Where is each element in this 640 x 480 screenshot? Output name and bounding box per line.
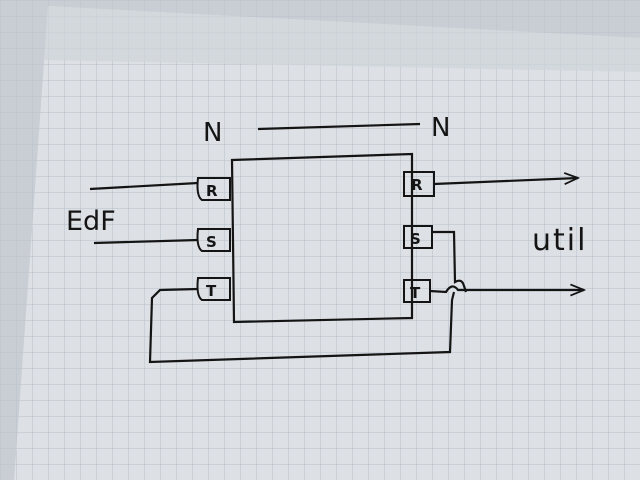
left-terminal-t: T: [196, 277, 231, 301]
right-terminal-r-label: R: [411, 176, 423, 194]
right-terminal-t: T: [403, 279, 431, 303]
t-loop-wire: [148, 287, 454, 364]
input-wire-s: [93, 238, 199, 245]
s-return-wire: [432, 230, 468, 293]
right-terminal-s-label: S: [410, 230, 421, 248]
neutral-label-right: N: [431, 113, 450, 143]
neutral-label-left: N: [203, 118, 222, 148]
transformer-box: [230, 152, 414, 324]
right-terminal-t-label: T: [410, 284, 421, 302]
left-terminal-t-label: T: [206, 282, 217, 300]
right-terminal-r: R: [403, 171, 435, 197]
left-terminal-r-label: R: [206, 182, 218, 200]
left-terminal-s-label: S: [206, 233, 217, 251]
right-terminal-s: S: [403, 225, 433, 249]
input-wire-r: [89, 181, 199, 191]
output-label: util: [532, 223, 587, 258]
source-label: EdF: [66, 206, 116, 237]
neutral-link-line: [257, 122, 421, 131]
left-terminal-s: S: [196, 228, 231, 252]
output-wire-t: [429, 286, 584, 292]
output-wire-r: [433, 178, 578, 186]
page-fold-shadow: [44, 6, 640, 72]
